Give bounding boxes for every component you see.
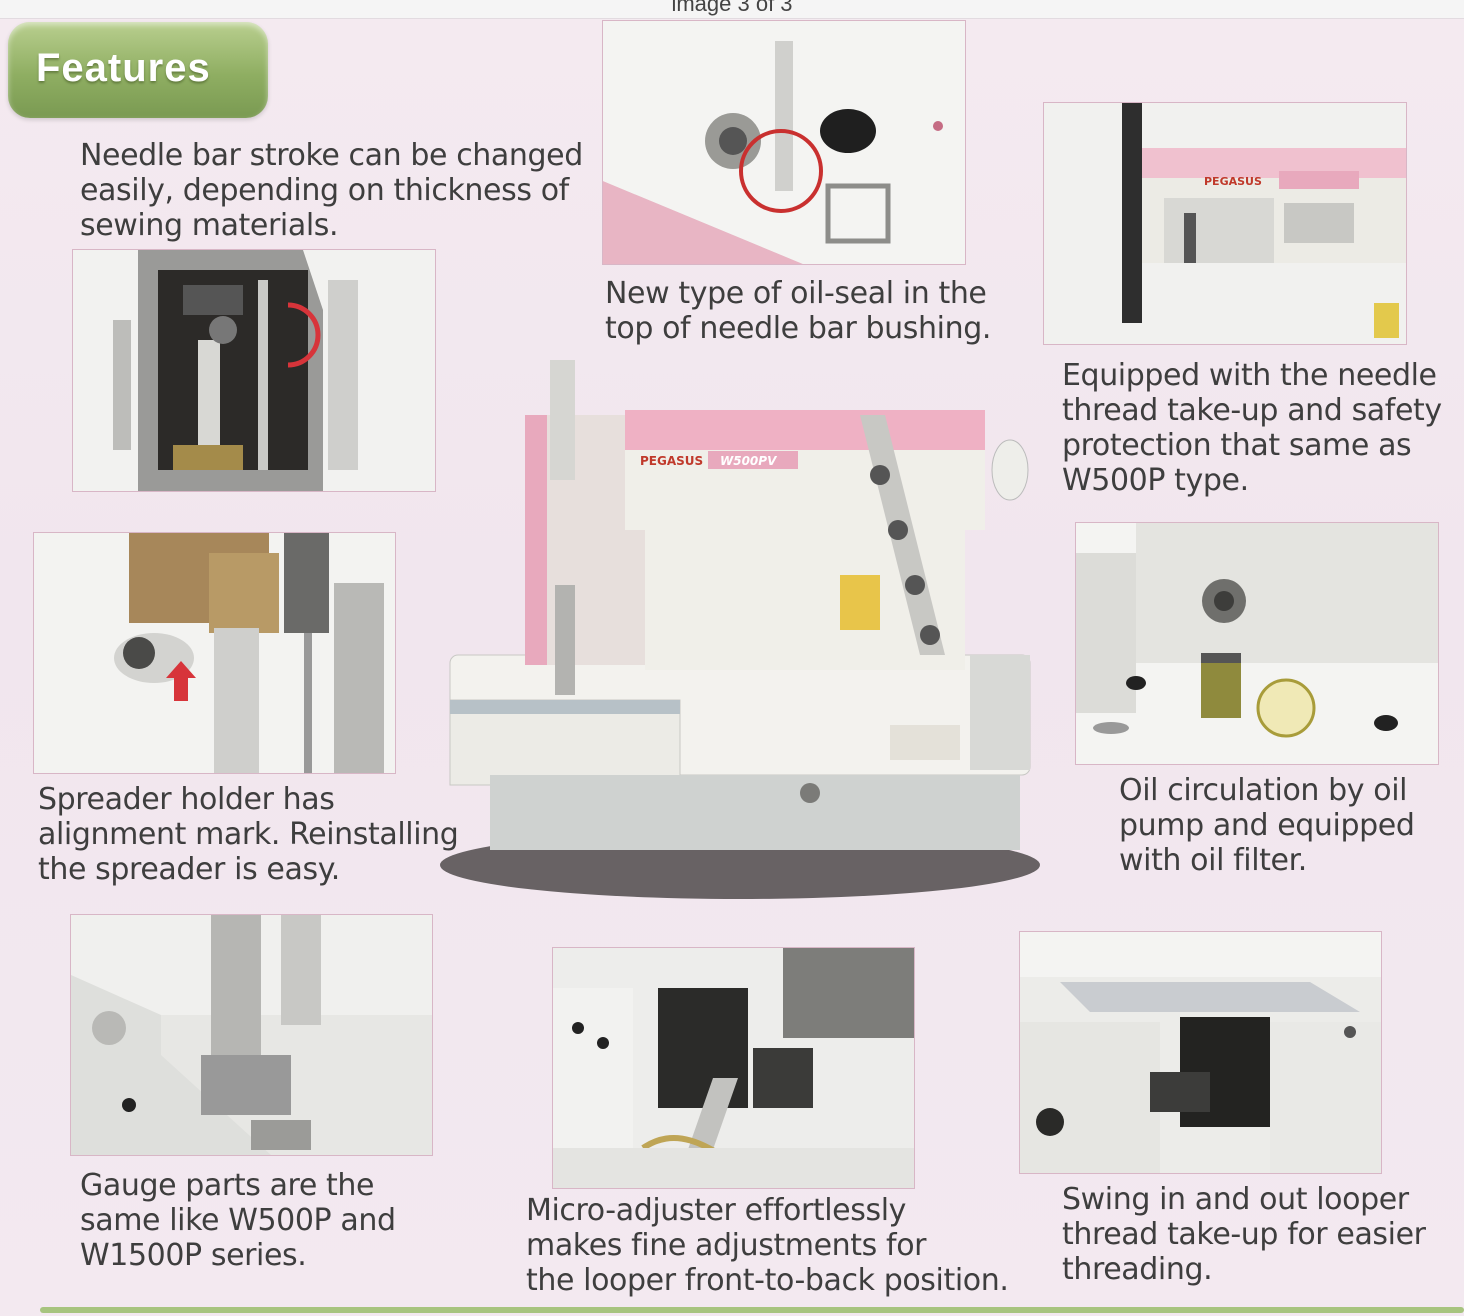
bottom-accent-line xyxy=(40,1307,1464,1313)
caption-oil-seal: New type of oil-seal in the top of needl… xyxy=(605,276,991,346)
machine-model-label: W500PV xyxy=(720,454,778,468)
photo-swing-looper xyxy=(1019,931,1382,1174)
photo-needle-bar-mechanism xyxy=(72,249,436,492)
caption-oil-circulation: Oil circulation by oil pump and equipped… xyxy=(1119,773,1415,878)
caption-take-up-protection: Equipped with the needle thread take-up … xyxy=(1062,358,1442,498)
caption-needle-bar-stroke: Needle bar stroke can be changed easily,… xyxy=(80,138,583,243)
photo-thread-take-up: PEGASUS xyxy=(1043,102,1407,345)
caption-spreader-holder: Spreader holder has alignment mark. Rein… xyxy=(38,782,459,887)
caption-micro-adjuster: Micro-adjuster effortlessly makes fine a… xyxy=(526,1193,1009,1298)
caption-swing-looper: Swing in and out looper thread take-up f… xyxy=(1062,1182,1426,1287)
features-badge: Features xyxy=(8,22,268,118)
photo-gauge-parts xyxy=(70,914,433,1156)
caption-gauge-parts: Gauge parts are the same like W500P and … xyxy=(80,1168,396,1273)
svg-text:PEGASUS: PEGASUS xyxy=(1204,175,1262,188)
features-title: Features xyxy=(36,46,211,90)
photo-oil-filter xyxy=(1075,522,1439,765)
photo-micro-adjuster xyxy=(552,947,915,1189)
photo-oil-seal xyxy=(602,20,966,265)
image-counter: image 3 of 3 xyxy=(671,0,793,16)
viewer-top-bar xyxy=(0,0,1464,19)
main-machine-image: PEGASUS W500PV xyxy=(440,355,1040,900)
photo-spreader-holder xyxy=(33,532,396,774)
machine-brand-label: PEGASUS xyxy=(640,454,703,468)
